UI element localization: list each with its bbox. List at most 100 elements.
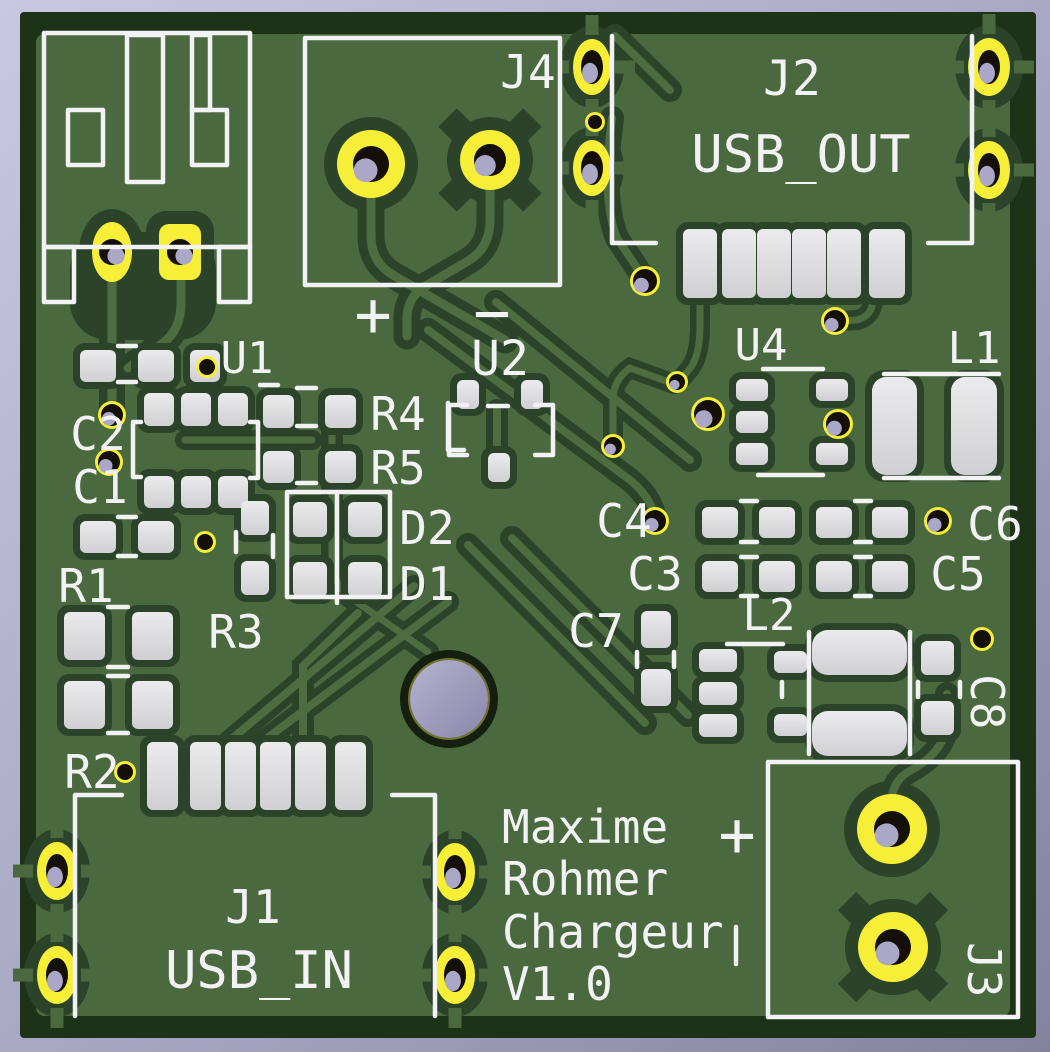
smd-pad	[816, 379, 848, 401]
smd-pad	[293, 562, 327, 597]
silkscreen-ref-r4: R4	[370, 387, 425, 441]
drill-hole-bore	[353, 158, 378, 183]
smd-pad	[869, 229, 905, 298]
thermal-spoke	[944, 60, 964, 74]
mounting-hole-rim	[408, 658, 490, 740]
drill-hole-bore	[979, 62, 995, 84]
smd-pad	[816, 507, 852, 538]
smd-pad	[521, 380, 543, 409]
silkscreen-ref-u1: U1	[221, 333, 274, 384]
silkscreen-label-usb-out: USB_OUT	[691, 125, 910, 185]
smd-pad	[951, 377, 997, 475]
drill-hole-bore	[47, 970, 63, 992]
smd-pad	[921, 701, 954, 735]
via-bore	[695, 410, 713, 428]
silkscreen-ref-r2: R2	[64, 745, 119, 799]
via	[588, 115, 602, 129]
smd-pad	[325, 395, 356, 428]
drill-hole-bore	[582, 163, 598, 185]
smd-pad	[872, 377, 917, 475]
thermal-spoke	[982, 117, 996, 137]
polarity-minus-mark: −	[473, 276, 510, 349]
silkscreen-ref-c4: C4	[596, 494, 651, 548]
vias	[95, 112, 994, 783]
thermal-spoke	[448, 922, 462, 942]
usb-symbol-square2	[189, 107, 230, 168]
silkscreen-ref-l1: L1	[948, 323, 1001, 374]
smd-pad	[792, 229, 826, 298]
smd-pad	[263, 395, 294, 428]
thermal-spoke	[81, 968, 101, 982]
smd-pad	[872, 561, 908, 592]
smd-pad	[722, 229, 756, 298]
thermal-spoke	[1014, 163, 1034, 177]
thermal-spoke	[615, 60, 635, 74]
plated-through-holes	[37, 38, 1010, 1004]
smd-pad	[921, 641, 954, 675]
silkscreen-ref-c7: C7	[568, 604, 623, 658]
smd-pad	[812, 630, 907, 675]
smd-pad	[144, 476, 174, 508]
smd-pad	[736, 379, 768, 401]
smd-pad	[181, 393, 211, 426]
thermal-spoke	[585, 200, 599, 220]
via-bore	[824, 318, 839, 332]
silkscreen-ref-r3: R3	[208, 605, 263, 659]
silkscreen-ref-j1: J1	[225, 880, 280, 934]
thermal-spoke	[50, 904, 64, 924]
smd-pad	[872, 507, 908, 538]
smd-pad	[827, 229, 861, 298]
silkscreen-ref-c6: C6	[967, 497, 1022, 551]
trace	[464, 541, 649, 727]
silkscreen-mark	[532, 402, 556, 458]
mounting-hole	[400, 650, 498, 748]
smd-pad	[293, 502, 327, 537]
drill-hole-bore	[445, 867, 461, 889]
smd-pad	[80, 521, 116, 553]
trace	[609, 364, 678, 450]
title-block-line4: V1.0	[502, 957, 613, 1011]
via	[117, 764, 133, 780]
thermal-spoke	[585, 15, 599, 35]
thermal-spoke	[448, 1008, 462, 1028]
trace	[603, 114, 649, 284]
silkscreen-label-usb-in: USB_IN	[165, 941, 353, 1001]
smd-pad	[348, 562, 382, 597]
silkscreen-ref-r1: R1	[58, 559, 113, 613]
smd-pad	[132, 681, 173, 729]
usb-symbol-square	[65, 107, 106, 168]
trace	[611, 32, 674, 94]
smd-pad	[147, 742, 178, 810]
thermal-spoke	[982, 203, 996, 223]
drill-hole-bore	[107, 247, 125, 265]
thermal-spoke	[50, 818, 64, 838]
thermal-spoke	[479, 865, 499, 879]
via-bore	[826, 420, 842, 436]
thermal-spoke	[944, 163, 964, 177]
drill-hole-bore	[474, 155, 496, 177]
thermal-spoke	[479, 968, 499, 982]
smd-pad	[699, 714, 737, 737]
drill-hole-bore	[175, 247, 193, 265]
smd-pad	[241, 501, 269, 535]
silkscreen-ref-c3: C3	[627, 547, 682, 601]
thermal-spoke	[13, 864, 33, 878]
smd-pad	[759, 561, 795, 592]
via	[973, 630, 991, 648]
silkscreen-marks	[105, 343, 1002, 757]
via-bore	[101, 412, 116, 426]
via-bore	[644, 518, 659, 532]
silkscreen-ref-u2: U2	[471, 331, 529, 387]
polarity-plus-mark-j3: +	[718, 798, 755, 871]
smd-pad	[348, 502, 382, 537]
drill-hole-bore	[445, 970, 461, 992]
j4-outline	[302, 35, 563, 288]
thermal-spoke	[81, 864, 101, 878]
via-bore	[927, 518, 942, 532]
smd-pad	[699, 649, 737, 672]
via-bore	[633, 277, 649, 293]
title-block-line3: Chargeur	[502, 905, 724, 959]
smd-pad	[225, 742, 256, 810]
smd-pad	[757, 229, 791, 298]
